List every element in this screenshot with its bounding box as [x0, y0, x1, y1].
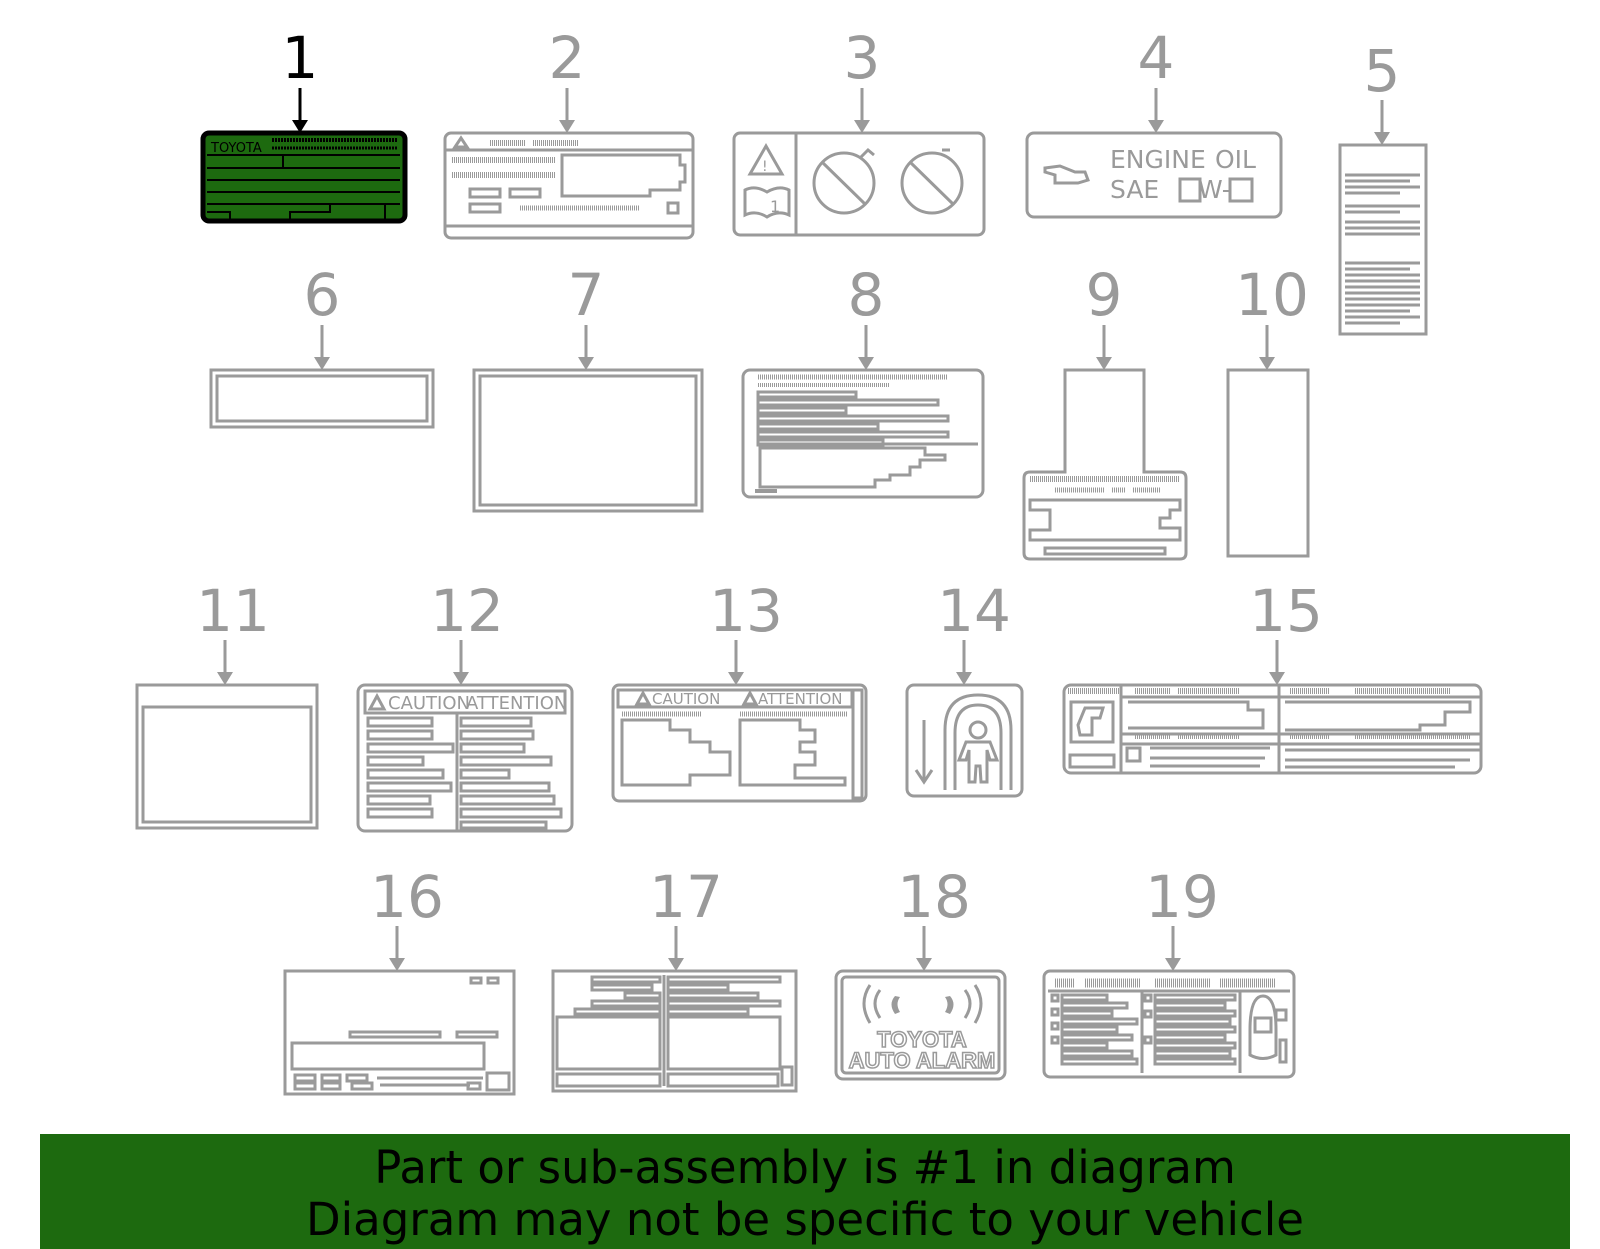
callout-11: 11 [196, 577, 270, 645]
callout-3: 3 [844, 24, 881, 92]
callout-1: 1 [282, 24, 319, 92]
part-9[interactable]: 9 [1022, 261, 1188, 561]
part-8[interactable]: 8 [741, 261, 985, 499]
callout-5: 5 [1364, 37, 1401, 105]
callout-2: 2 [549, 24, 586, 92]
part-4[interactable]: 4 ENGINE OIL SAE W- [1025, 24, 1283, 219]
part-14[interactable]: 14 [905, 577, 1024, 798]
sae-text: SAE [1110, 175, 1159, 204]
callout-10: 10 [1235, 261, 1309, 329]
part-3[interactable]: 3 ! 1 [732, 24, 986, 237]
part-2[interactable]: 2 [443, 24, 695, 240]
callout-8: 8 [848, 261, 885, 329]
engine-text: ENGINE [1110, 145, 1206, 174]
part-11[interactable]: 11 [135, 577, 319, 830]
part-13[interactable]: 13 CAUTION ATTENTION [611, 577, 868, 803]
svg-text:!: ! [762, 159, 768, 175]
info-banner: Part or sub-assembly is #1 in diagram Di… [40, 1134, 1570, 1249]
manual-page-number: 1 [770, 197, 780, 216]
part-15[interactable]: 15 [1062, 577, 1483, 775]
banner-line-2: Diagram may not be specific to your vehi… [306, 1193, 1304, 1246]
part-1[interactable]: 1 TOYOTA [200, 24, 408, 224]
callout-9: 9 [1086, 261, 1123, 329]
attention-text-12: ATTENTION [466, 693, 567, 714]
callout-4: 4 [1138, 24, 1175, 92]
part-19[interactable]: 19 [1042, 863, 1296, 1079]
w-text: W- [1198, 175, 1231, 204]
part-12[interactable]: 12 CAUTION ATTENTION [356, 577, 574, 833]
callout-6: 6 [304, 261, 341, 329]
callout-18: 18 [897, 863, 971, 931]
part-16[interactable]: 16 [283, 863, 516, 1096]
caution-text-13: CAUTION [652, 690, 720, 708]
callout-19: 19 [1145, 863, 1219, 931]
callout-14: 14 [937, 577, 1011, 645]
toyota-label-text: TOYOTA [210, 141, 262, 156]
banner-line-1: Part or sub-assembly is #1 in diagram [374, 1141, 1236, 1194]
auto-alarm-text: AUTO ALARM [849, 1048, 996, 1073]
oil-text: OIL [1215, 145, 1256, 174]
toyota-alarm-text: TOYOTA [877, 1027, 967, 1052]
part-5[interactable]: 5 [1338, 37, 1428, 336]
caution-text-12: CAUTION [388, 693, 470, 714]
part-18[interactable]: 18 TOYOTA AUTO ALARM [834, 863, 1007, 1081]
callout-12: 12 [430, 577, 504, 645]
part-7[interactable]: 7 [472, 261, 704, 513]
callout-17: 17 [649, 863, 723, 931]
part-10[interactable]: 10 [1226, 261, 1310, 558]
callout-13: 13 [709, 577, 783, 645]
attention-text-13: ATTENTION [758, 690, 842, 708]
callout-15: 15 [1249, 577, 1323, 645]
callout-16: 16 [370, 863, 444, 931]
part-6[interactable]: 6 [209, 261, 435, 429]
callout-7: 7 [568, 261, 605, 329]
part-17[interactable]: 17 [551, 863, 798, 1093]
